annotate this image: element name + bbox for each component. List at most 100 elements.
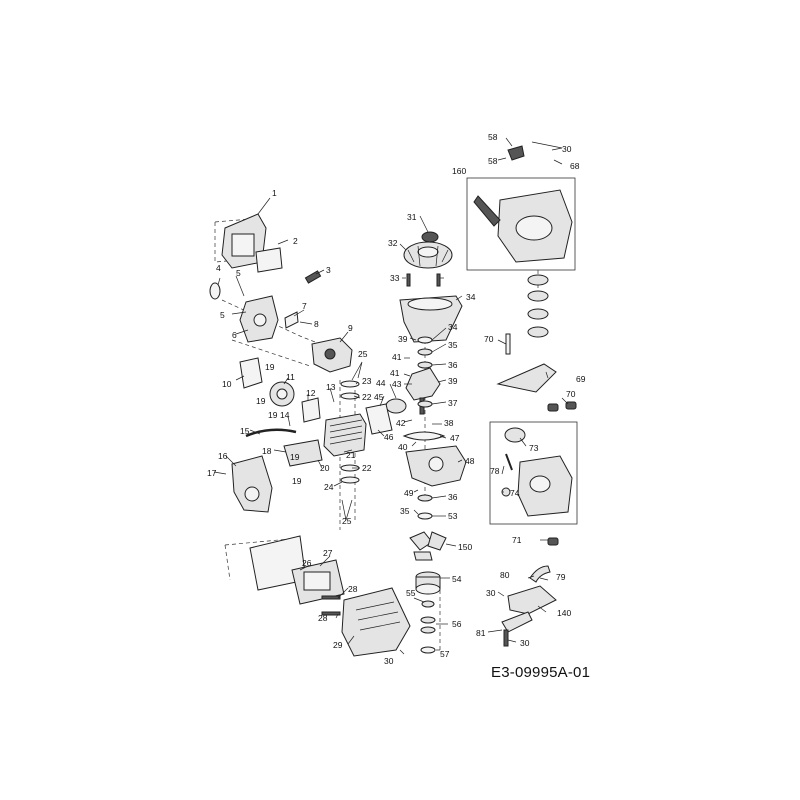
flywheel-screw-right (436, 273, 441, 287)
piston-ring-upper-2 (340, 392, 360, 400)
callout-27: 27 (323, 548, 333, 558)
callout-28: 28 (318, 613, 328, 623)
callout-53: 53 (448, 511, 458, 521)
callout-4: 4 (216, 263, 221, 273)
choke-clip (209, 282, 221, 300)
callout-31: 31 (407, 212, 417, 222)
callout-81: 81 (476, 628, 486, 638)
callout-45: 45 (374, 392, 384, 402)
air-filter-base (239, 295, 279, 343)
callout-30: 30 (384, 656, 394, 666)
callout-160: 160 (452, 166, 466, 176)
cylinder-gasket (301, 397, 321, 423)
callout-19: 19 (290, 452, 300, 462)
crankcase (405, 445, 467, 487)
callout-68: 68 (570, 161, 580, 171)
callout-33: 33 (390, 273, 400, 283)
callout-54: 54 (452, 574, 462, 584)
callout-58: 58 (488, 156, 498, 166)
callout-12: 12 (306, 388, 316, 398)
spark-plug-wire (245, 428, 297, 438)
callout-29: 29 (333, 640, 343, 650)
recoil-starter (473, 189, 573, 263)
callout-56: 56 (452, 619, 462, 629)
callout-26: 26 (302, 558, 312, 568)
callout-21: 21 (346, 450, 356, 460)
clutch-assembly (409, 531, 447, 561)
callout-30: 30 (562, 144, 572, 154)
callout-23: 23 (362, 376, 372, 386)
callout-5: 5 (220, 310, 225, 320)
callout-3: 3 (326, 265, 331, 275)
callout-74: 74 (510, 488, 520, 498)
callout-140: 140 (557, 608, 571, 618)
intake-insulator (269, 381, 295, 407)
callout-36: 36 (448, 360, 458, 370)
callout-leaders (213, 137, 569, 655)
callout-44: 44 (376, 378, 386, 388)
callout-35: 35 (448, 340, 458, 350)
fan-housing (399, 295, 463, 343)
seal-34 (417, 336, 433, 344)
cylinder (323, 413, 367, 457)
fuel-cap (504, 427, 526, 443)
callout-25: 25 (342, 516, 352, 526)
callout-30: 30 (520, 638, 530, 648)
callout-11: 11 (286, 372, 295, 382)
callout-55: 55 (406, 588, 416, 598)
callout-70: 70 (566, 389, 576, 399)
muffler-cover (341, 587, 411, 657)
muffler-bolt-2 (321, 611, 341, 616)
callout-70: 70 (484, 334, 494, 344)
damper-upper-right (565, 401, 577, 410)
callout-39: 39 (448, 376, 458, 386)
seal-49 (417, 512, 433, 520)
callout-37: 37 (448, 398, 458, 408)
callout-24: 24 (324, 482, 334, 492)
callout-19: 19 (268, 410, 278, 420)
callout-18: 18 (262, 446, 272, 456)
damper-lower (547, 537, 559, 546)
crankcase-gasket (365, 403, 393, 435)
callout-15: 15 (240, 426, 250, 436)
callout-30: 30 (486, 588, 496, 598)
callout-80: 80 (500, 570, 510, 580)
piston-ring-upper (340, 380, 360, 388)
callout-20: 20 (320, 463, 330, 473)
callout-34: 34 (466, 292, 476, 302)
callout-25: 25 (358, 349, 368, 359)
clutch-drum (415, 571, 441, 595)
callout-5: 5 (236, 268, 241, 278)
fuel-tank (517, 455, 573, 517)
callout-7: 7 (302, 301, 307, 311)
bearing-36-lower (417, 400, 433, 408)
callout-36: 36 (448, 492, 458, 502)
muffler-bolt (321, 595, 341, 600)
callout-22: 22 (362, 392, 372, 402)
callout-34: 34 (448, 322, 458, 332)
callout-58: 58 (488, 132, 498, 142)
callout-22: 22 (362, 463, 372, 473)
callout-57: 57 (440, 649, 450, 659)
muffler (291, 559, 345, 605)
damper-upper-left (547, 403, 559, 412)
callout-19: 19 (256, 396, 266, 406)
callout-1: 1 (272, 188, 277, 198)
carburetor (311, 337, 353, 373)
ignition-coil (283, 439, 323, 467)
callout-43: 43 (392, 379, 402, 389)
starter-guard (496, 363, 557, 393)
choke-lever (284, 311, 299, 329)
starter-pin (505, 333, 511, 355)
bearing-36 (417, 361, 433, 369)
callout-73: 73 (529, 443, 539, 453)
callout-38: 38 (444, 418, 454, 428)
air-filter-cover (221, 197, 271, 269)
callout-78: 78 (490, 466, 500, 476)
callout-2: 2 (293, 236, 298, 246)
fuel-tank-assembly-frame (489, 421, 578, 525)
throttle-tube (529, 565, 551, 583)
callout-79: 79 (556, 572, 566, 582)
